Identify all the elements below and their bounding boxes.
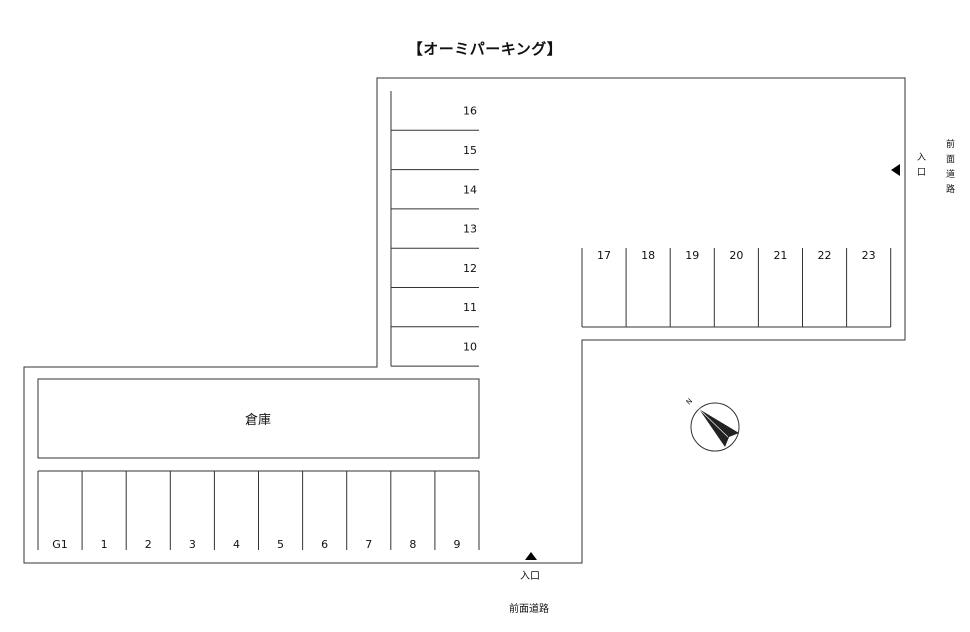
parking-row-bottom: G1 1 2 3 4 5 6 7 8 9: [37, 470, 480, 551]
entrance-label-right: 入口: [915, 152, 925, 182]
parking-space-label: 16: [463, 105, 477, 118]
entrance-label-bottom: 入口: [520, 571, 540, 582]
parking-space-label: 23: [862, 249, 876, 262]
compass-north-label: N: [685, 397, 694, 406]
parking-space-label: 18: [641, 249, 655, 262]
parking-row-right: 17 18 19 20 21 22 23: [581, 248, 892, 328]
parking-space-label: 13: [463, 223, 477, 236]
parking-column-left: 16 15 14 13 12 11 10: [390, 91, 479, 367]
entrance-arrow-bottom-icon: [525, 552, 537, 560]
parking-space-label: 19: [685, 249, 699, 262]
warehouse: [37, 378, 480, 459]
parking-space-label: 14: [463, 183, 477, 196]
lot-outline: [23, 77, 906, 564]
parking-space-label: 2: [145, 538, 152, 551]
parking-space-label: 6: [321, 538, 328, 551]
parking-space-label: 12: [463, 262, 477, 275]
compass-circle: [690, 402, 740, 452]
parking-space-label: 9: [453, 538, 460, 551]
parking-space-label: 10: [463, 340, 477, 353]
parking-space-label: 11: [463, 301, 477, 314]
parking-space-label: 15: [463, 144, 477, 157]
road-label-right: 前面道路: [944, 139, 954, 199]
parking-space-label: 8: [409, 538, 416, 551]
warehouse-label: 倉庫: [245, 413, 271, 428]
compass: N: [685, 397, 740, 452]
parking-space-label: 3: [189, 538, 196, 551]
parking-space-label: 17: [597, 249, 611, 262]
parking-space-label: 20: [729, 249, 743, 262]
road-label-bottom: 前面道路: [509, 604, 549, 615]
parking-space-label: 1: [101, 538, 108, 551]
parking-space-label: 4: [233, 538, 240, 551]
parking-space-label: 7: [365, 538, 372, 551]
entrance-arrow-right-icon: [891, 164, 900, 176]
parking-space-label: 5: [277, 538, 284, 551]
parking-space-label: 21: [773, 249, 787, 262]
parking-space-label: 22: [818, 249, 832, 262]
parking-space-label: G1: [52, 538, 68, 551]
page-title: 【オーミパーキング】: [407, 40, 563, 58]
